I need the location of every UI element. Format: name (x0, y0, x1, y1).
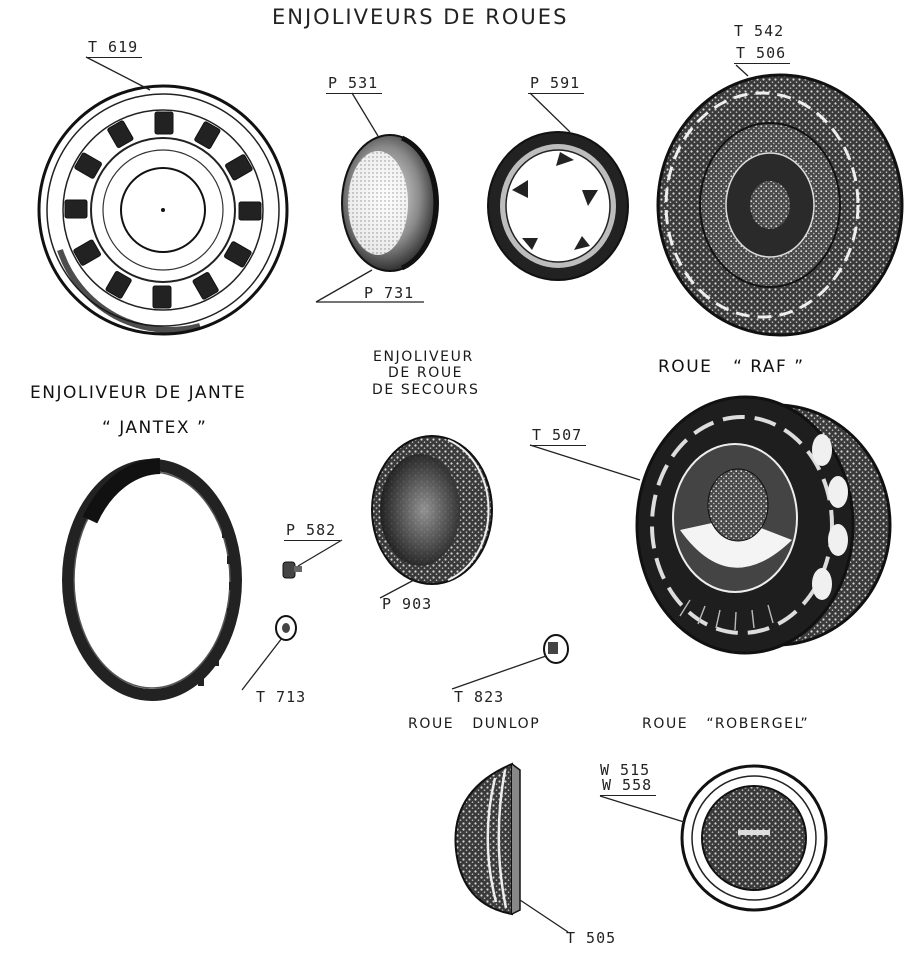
ring-p591 (487, 131, 629, 281)
caption-jante-line1: ENJOLIVEUR DE JANTE (30, 383, 247, 403)
wheel-t542-t506 (656, 73, 904, 337)
wheel-raf-t507 (635, 395, 892, 655)
clip-p582 (282, 561, 302, 579)
leader-lines (85, 56, 749, 933)
caption-jante-line2: “ JANTEX ” (102, 418, 208, 438)
ref-w515: W 515 (600, 761, 651, 779)
ref-p903: P 903 (382, 595, 433, 613)
ref-t619: T 619 (86, 40, 143, 58)
caption-robergel: ROUE “ROBERGEL” (642, 716, 810, 732)
caption-secours-line2: DE ROUE (388, 365, 464, 381)
ref-t713: T 713 (256, 688, 307, 706)
dome-cap-p531 (341, 134, 439, 272)
spare-cap-p903 (371, 435, 493, 585)
ref-t505: T 505 (566, 929, 617, 947)
ref-t507: T 507 (530, 428, 587, 446)
ref-t823: T 823 (454, 688, 505, 706)
hubcap-robergel-w515-w558 (680, 764, 828, 912)
trim-ring-jantex (62, 458, 242, 701)
ref-p731: P 731 (364, 284, 415, 302)
caption-raf: ROUE “ RAF ” (658, 357, 805, 377)
hubcap-dunlop-t505 (454, 762, 521, 916)
ref-t506: T 506 (734, 46, 791, 64)
clip-t823 (543, 634, 569, 664)
ref-p591: P 591 (528, 76, 585, 94)
caption-dunlop: ROUE DUNLOP (408, 716, 541, 732)
ref-p531: P 531 (326, 76, 383, 94)
ref-t542: T 542 (734, 22, 785, 40)
wheel-trim-t619 (37, 84, 289, 336)
caption-secours-line3: DE SECOURS (372, 382, 480, 398)
page-title: ENJOLIVEURS DE ROUES (272, 5, 569, 29)
caption-secours-line1: ENJOLIVEUR (373, 349, 474, 365)
ref-p582: P 582 (284, 523, 341, 541)
clip-t713 (275, 615, 297, 641)
ref-w558: W 558 (600, 778, 657, 796)
